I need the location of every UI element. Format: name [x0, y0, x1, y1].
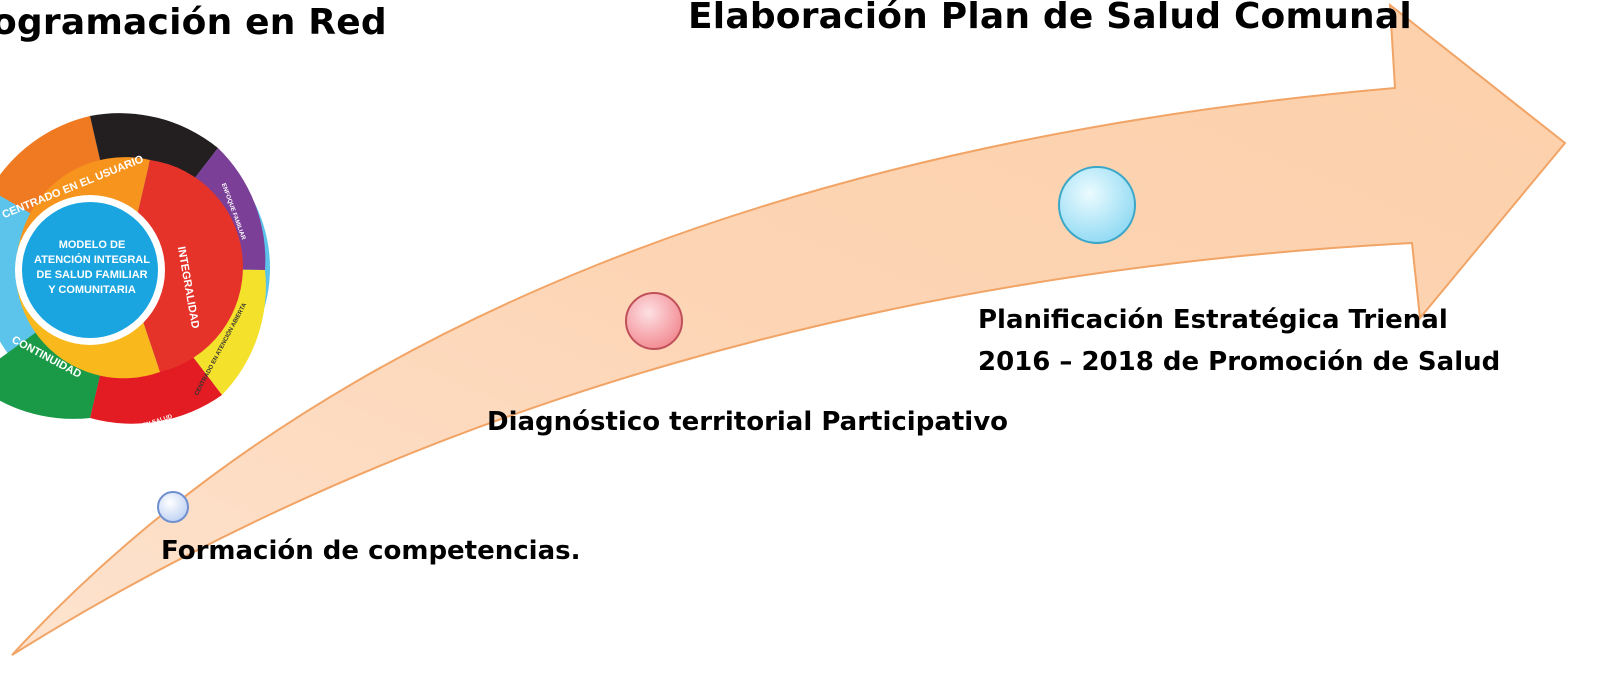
milestone-dot-planificacion — [1058, 166, 1136, 244]
title-programacion-red: ogramación en Red — [0, 2, 387, 43]
logo-center-line-2: ATENCIÓN INTEGRAL — [34, 253, 150, 266]
model-logo: MODELO DE ATENCIÓN INTEGRAL DE SALUD FAM… — [0, 86, 270, 447]
logo-inner-red — [125, 160, 243, 372]
milestone-dot-formacion — [157, 491, 189, 523]
milestone-label-diagnostico: Diagnóstico territorial Participativo — [487, 407, 1009, 437]
logo-center-line-1: MODELO DE — [59, 239, 126, 251]
title-plan-salud-comunal: Elaboración Plan de Salud Comunal — [688, 0, 1412, 37]
milestone-label-planificacion-line1: Planificación Estratégica Trienal — [978, 305, 1448, 335]
milestone-dot-diagnostico — [625, 292, 683, 350]
milestone-label-planificacion-line2: 2016 – 2018 de Promoción de Salud — [978, 347, 1501, 377]
logo-center-line-3: DE SALUD FAMILIAR — [36, 269, 147, 281]
milestone-label-formacion: Formación de competencias. — [161, 536, 581, 566]
logo-center — [22, 202, 158, 338]
logo-center-line-4: Y COMUNITARIA — [48, 284, 136, 296]
timeline-arrow — [11, 2, 1567, 656]
